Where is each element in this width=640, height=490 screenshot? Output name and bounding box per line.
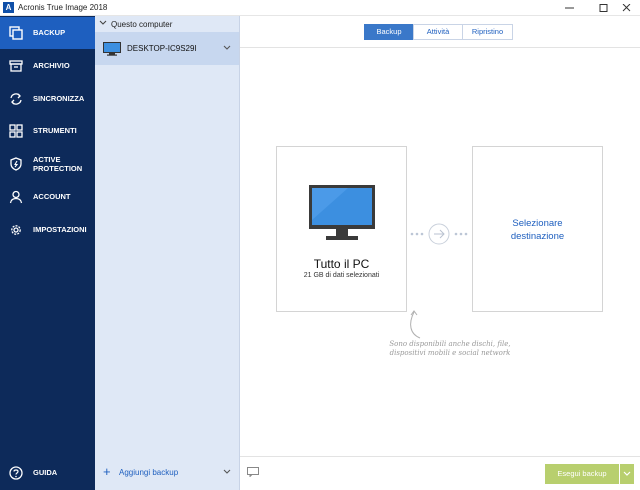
sidebar-item-label: ARCHIVIO <box>33 61 70 70</box>
destination-label-line1: Selezionare <box>512 218 563 229</box>
chevron-down-icon[interactable] <box>223 45 231 51</box>
hint-text: Sono disponibili anche dischi, file, dis… <box>380 340 520 358</box>
chevron-down-icon[interactable] <box>223 469 231 475</box>
sidebar-item-strumenti[interactable]: STRUMENTI <box>0 115 95 147</box>
add-backup-bar: + Aggiungi backup <box>95 456 239 490</box>
shield-icon <box>10 157 22 171</box>
destination-label: Selezionare destinazione <box>473 217 602 243</box>
tab-backup[interactable]: Backup <box>364 24 414 40</box>
tab-bar: Backup Attività Ripristino <box>240 16 640 48</box>
destination-label-line2: destinazione <box>510 231 565 242</box>
sidebar-item-guida[interactable]: GUIDA <box>0 457 95 489</box>
acronis-logo-icon: A <box>3 2 14 13</box>
monitor-icon <box>103 42 121 56</box>
minimize-icon <box>564 7 574 9</box>
device-name: DESKTOP-IC9S29I <box>127 44 197 53</box>
main-footer: Esegui backup <box>240 456 640 490</box>
source-subtitle: 21 GB di dati selezionati <box>303 272 380 279</box>
sidebar-item-label: STRUMENTI <box>33 126 77 135</box>
window-title: Acronis True Image 2018 <box>18 3 108 12</box>
sync-icon <box>10 93 22 105</box>
list-group-header: Questo computer <box>111 20 173 29</box>
sidebar-item-backup[interactable]: BACKUP <box>0 17 95 49</box>
sidebar-item-label: ACTIVE PROTECTION <box>33 155 83 173</box>
sidebar-item-label: BACKUP <box>33 28 66 37</box>
hint-line2: dispositivi mobili e social network <box>389 349 511 357</box>
run-backup-options-button[interactable] <box>620 464 634 484</box>
maximize-button[interactable] <box>590 0 617 16</box>
chevron-down-icon <box>623 471 631 476</box>
plus-icon[interactable]: + <box>103 464 111 479</box>
sidebar-item-archivio[interactable]: ARCHIVIO <box>0 50 95 82</box>
tab-ripristino[interactable]: Ripristino <box>462 24 513 40</box>
curved-arrow-icon <box>410 310 421 339</box>
sidebar: BACKUP ARCHIVIO SINCRONIZZA STRUMENTI AC… <box>0 16 95 490</box>
add-backup-button[interactable]: Aggiungi backup <box>119 468 179 477</box>
tab-attivita[interactable]: Attività <box>413 24 463 40</box>
backup-icon <box>9 26 23 40</box>
minimize-button[interactable] <box>556 0 583 16</box>
list-item-device[interactable]: DESKTOP-IC9S29I <box>95 32 239 65</box>
sidebar-item-label: IMPOSTAZIONI <box>33 225 87 234</box>
sidebar-item-account[interactable]: ACCOUNT <box>0 181 95 213</box>
gear-icon <box>11 225 21 235</box>
chat-icon[interactable] <box>247 467 259 477</box>
sidebar-item-active-protection[interactable]: ACTIVE PROTECTION <box>0 148 95 180</box>
sidebar-item-label: SINCRONIZZA <box>33 94 85 103</box>
source-title: Tutto il PC <box>313 257 370 271</box>
help-icon <box>9 466 23 480</box>
title-bar: A Acronis True Image 2018 <box>0 0 640 16</box>
backup-list-panel: Questo computer DESKTOP-IC9S29I + Aggiun… <box>95 16 240 490</box>
backup-source-box[interactable]: Tutto il PC 21 GB di dati selezionati <box>276 146 407 312</box>
archive-icon <box>9 60 23 72</box>
chevron-down-icon[interactable] <box>99 18 107 28</box>
main-content: Backup Attività Ripristino Tutto il PC 2… <box>240 16 640 490</box>
sidebar-item-label: ACCOUNT <box>33 192 71 201</box>
sidebar-item-label: GUIDA <box>33 468 58 477</box>
sidebar-item-sincronizza[interactable]: SINCRONIZZA <box>0 83 95 115</box>
run-backup-button[interactable]: Esegui backup <box>545 464 619 484</box>
sidebar-item-impostazioni[interactable]: IMPOSTAZIONI <box>0 214 95 246</box>
close-button[interactable] <box>613 0 640 16</box>
tools-icon <box>9 124 23 138</box>
user-icon <box>9 190 23 204</box>
close-icon <box>622 3 630 12</box>
backup-destination-box[interactable]: Selezionare destinazione <box>472 146 603 312</box>
arrow-right-icon <box>410 223 468 245</box>
maximize-icon <box>599 4 607 12</box>
hint-line1: Sono disponibili anche dischi, file, <box>389 340 511 348</box>
monitor-icon <box>309 185 375 240</box>
